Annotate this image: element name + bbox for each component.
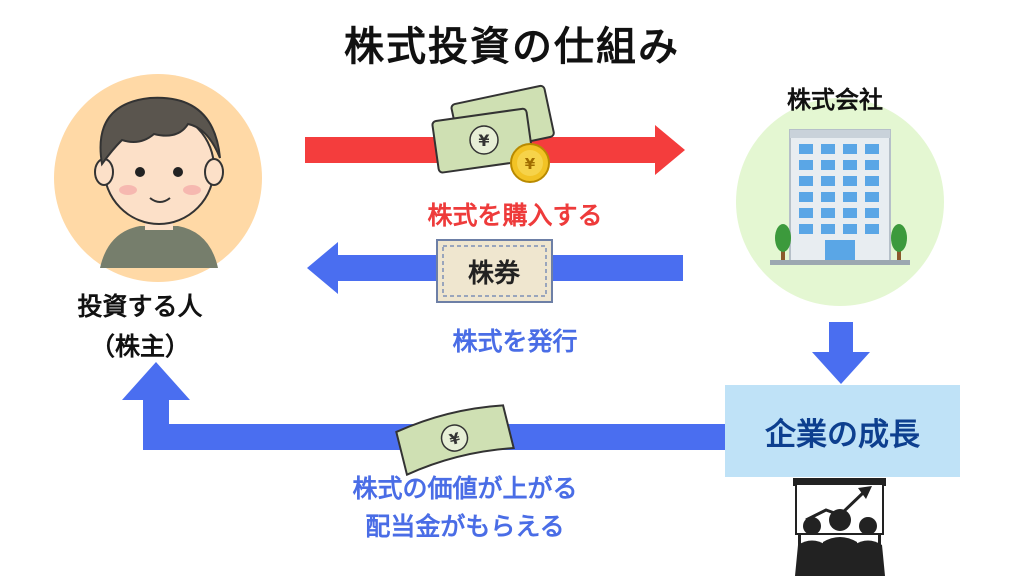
investor-label-line1: 投資する人 (77, 292, 203, 321)
building-window (799, 208, 813, 218)
bill-yen-symbol: ¥ (448, 429, 463, 449)
investor-label-line2: （株主） (89, 332, 190, 361)
building-window (821, 160, 835, 170)
building-window (821, 224, 835, 234)
growth-box: 企業の成長 (725, 385, 960, 477)
building-window (843, 224, 857, 234)
building-window (799, 144, 813, 154)
coin-yen-symbol: ¥ (525, 155, 536, 173)
money-icon: ¥ ¥ (431, 84, 555, 183)
building-window (843, 192, 857, 202)
return-label-line1: 株式の価値が上がる (352, 474, 578, 503)
return-label-line2: 配当金がもらえる (365, 512, 565, 541)
building-window (799, 160, 813, 170)
building-window (865, 176, 879, 186)
building-window (799, 176, 813, 186)
return-arrow (122, 362, 725, 450)
investor-illustration (54, 74, 262, 282)
return-label: 株式の価値が上がる 配当金がもらえる (285, 470, 645, 546)
building-window (799, 224, 813, 234)
building-window (821, 208, 835, 218)
building-window (865, 160, 879, 170)
page-title: 株式投資の仕組み (344, 24, 680, 70)
money-bill-icon: ¥ (395, 404, 515, 477)
building-window (821, 176, 835, 186)
issue-label: 株式を発行 (452, 327, 578, 356)
building-window (865, 144, 879, 154)
stock-certificate-icon: 株券 (436, 239, 553, 303)
building-window (821, 192, 835, 202)
building-window (799, 192, 813, 202)
building-window (843, 144, 857, 154)
building-window (865, 224, 879, 234)
growth-down-arrow (812, 322, 870, 384)
building-window (865, 192, 879, 202)
building-window (843, 160, 857, 170)
building-window (843, 208, 857, 218)
buy-label: 株式を購入する (427, 201, 603, 230)
building-window (865, 208, 879, 218)
company-illustration (736, 98, 944, 306)
certificate-text: 株券 (468, 259, 521, 289)
yen-symbol: ¥ (478, 131, 489, 150)
building-window (821, 144, 835, 154)
company-label: 株式会社 (787, 86, 883, 114)
investor-label: 投資する人 （株主） (40, 287, 240, 367)
business-team-icon (793, 478, 886, 576)
building-window (843, 176, 857, 186)
